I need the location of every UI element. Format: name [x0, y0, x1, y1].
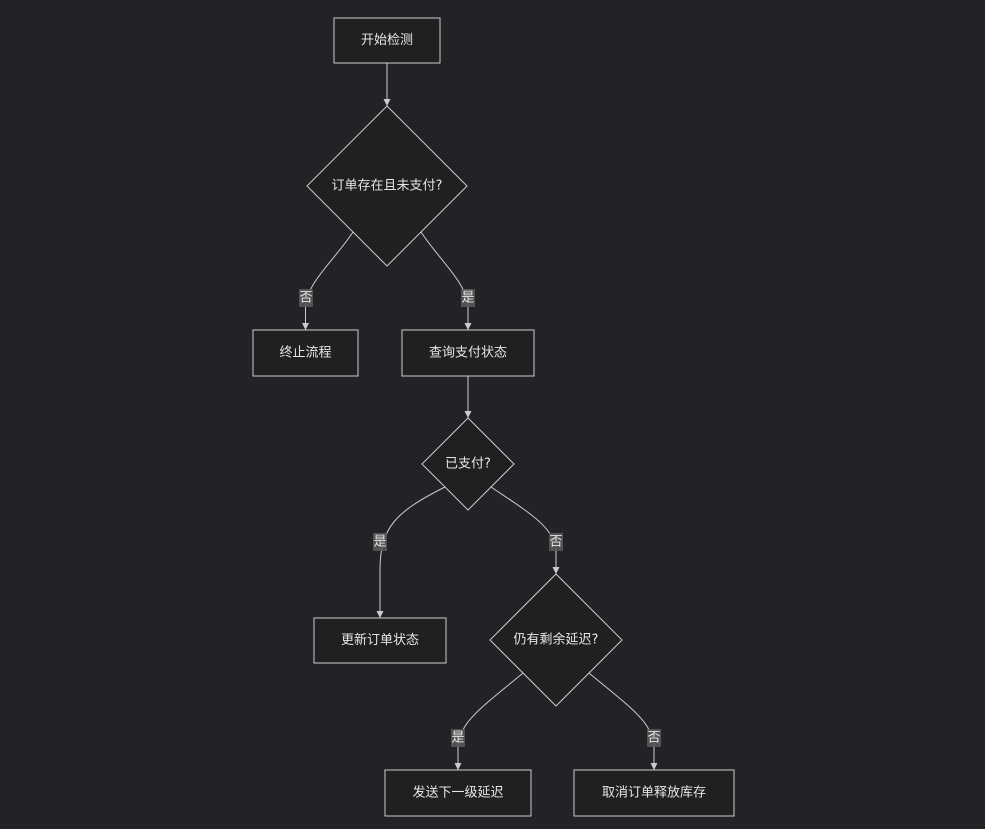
edge-is-paid-to-delay-remaining — [490, 486, 560, 574]
node-is-paid: 已支付? — [421, 417, 515, 511]
edge-label-order-check-yes: 是 — [461, 289, 475, 307]
edge-label-bg — [461, 289, 475, 307]
edge-label-text: 是 — [451, 731, 464, 746]
node-update-order-box — [313, 617, 447, 664]
edge-delay-remaining-to-cancel — [588, 672, 658, 770]
node-update-order-label: 更新订单状态 — [341, 632, 419, 648]
node-order-check: 订单存在且未支付? — [306, 105, 468, 267]
node-start-box — [333, 17, 441, 64]
node-order-check-diamond — [306, 105, 468, 267]
node-cancel-release-box — [573, 769, 735, 817]
edge-is-paid-to-update-order — [376, 486, 446, 618]
edge-label-delay-no: 否 — [647, 729, 661, 747]
edge-label-delay-yes: 是 — [451, 729, 465, 747]
edge-label-is-paid-no: 否 — [549, 533, 563, 551]
node-send-next-delay-box — [384, 769, 532, 817]
edge-label-is-paid-yes: 是 — [373, 533, 387, 551]
edge-labels: 否 是 是 否 是 否 — [299, 289, 661, 747]
edge-label-bg — [373, 533, 387, 551]
nodes: 开始检测 订单存在且未支付? 终止流程 查询支付状态 已支付? 更新订单状态 仍… — [252, 17, 735, 817]
edge-label-bg — [299, 289, 313, 307]
edge-delay-remaining-to-send-next — [454, 672, 524, 770]
node-delay-remaining-label: 仍有剩余延迟? — [514, 632, 599, 648]
edge-order-check-to-terminate — [302, 231, 354, 330]
edge-label-text: 否 — [549, 535, 562, 550]
node-query-payment-label: 查询支付状态 — [429, 346, 507, 361]
edge-label-bg — [549, 533, 563, 551]
node-is-paid-diamond — [421, 417, 515, 511]
edge-label-text: 是 — [461, 291, 474, 306]
node-delay-remaining: 仍有剩余延迟? — [489, 573, 623, 707]
node-cancel-release-label: 取消订单释放库存 — [602, 785, 706, 801]
edge-label-bg — [451, 729, 465, 747]
edge-label-text: 是 — [373, 535, 386, 550]
node-terminate: 终止流程 — [252, 329, 359, 377]
node-terminate-label: 终止流程 — [279, 345, 331, 361]
node-order-check-label: 订单存在且未支付? — [332, 179, 443, 194]
node-query-payment-box — [401, 329, 535, 377]
edge-order-check-to-query-payment — [420, 231, 472, 330]
edge-label-order-check-no: 否 — [299, 289, 313, 307]
node-send-next-delay: 发送下一级延迟 — [384, 769, 532, 817]
node-cancel-release: 取消订单释放库存 — [573, 769, 735, 817]
node-delay-remaining-diamond — [489, 573, 623, 707]
node-start: 开始检测 — [333, 17, 441, 64]
node-update-order: 更新订单状态 — [313, 617, 447, 664]
node-is-paid-label: 已支付? — [445, 457, 491, 472]
edges — [302, 63, 658, 770]
node-query-payment: 查询支付状态 — [401, 329, 535, 377]
edge-label-bg — [647, 729, 661, 747]
edge-label-text: 否 — [299, 291, 312, 306]
node-start-label: 开始检测 — [361, 33, 413, 48]
node-terminate-box — [252, 329, 359, 377]
node-send-next-delay-label: 发送下一级延迟 — [412, 785, 503, 801]
edge-label-text: 否 — [647, 731, 660, 746]
